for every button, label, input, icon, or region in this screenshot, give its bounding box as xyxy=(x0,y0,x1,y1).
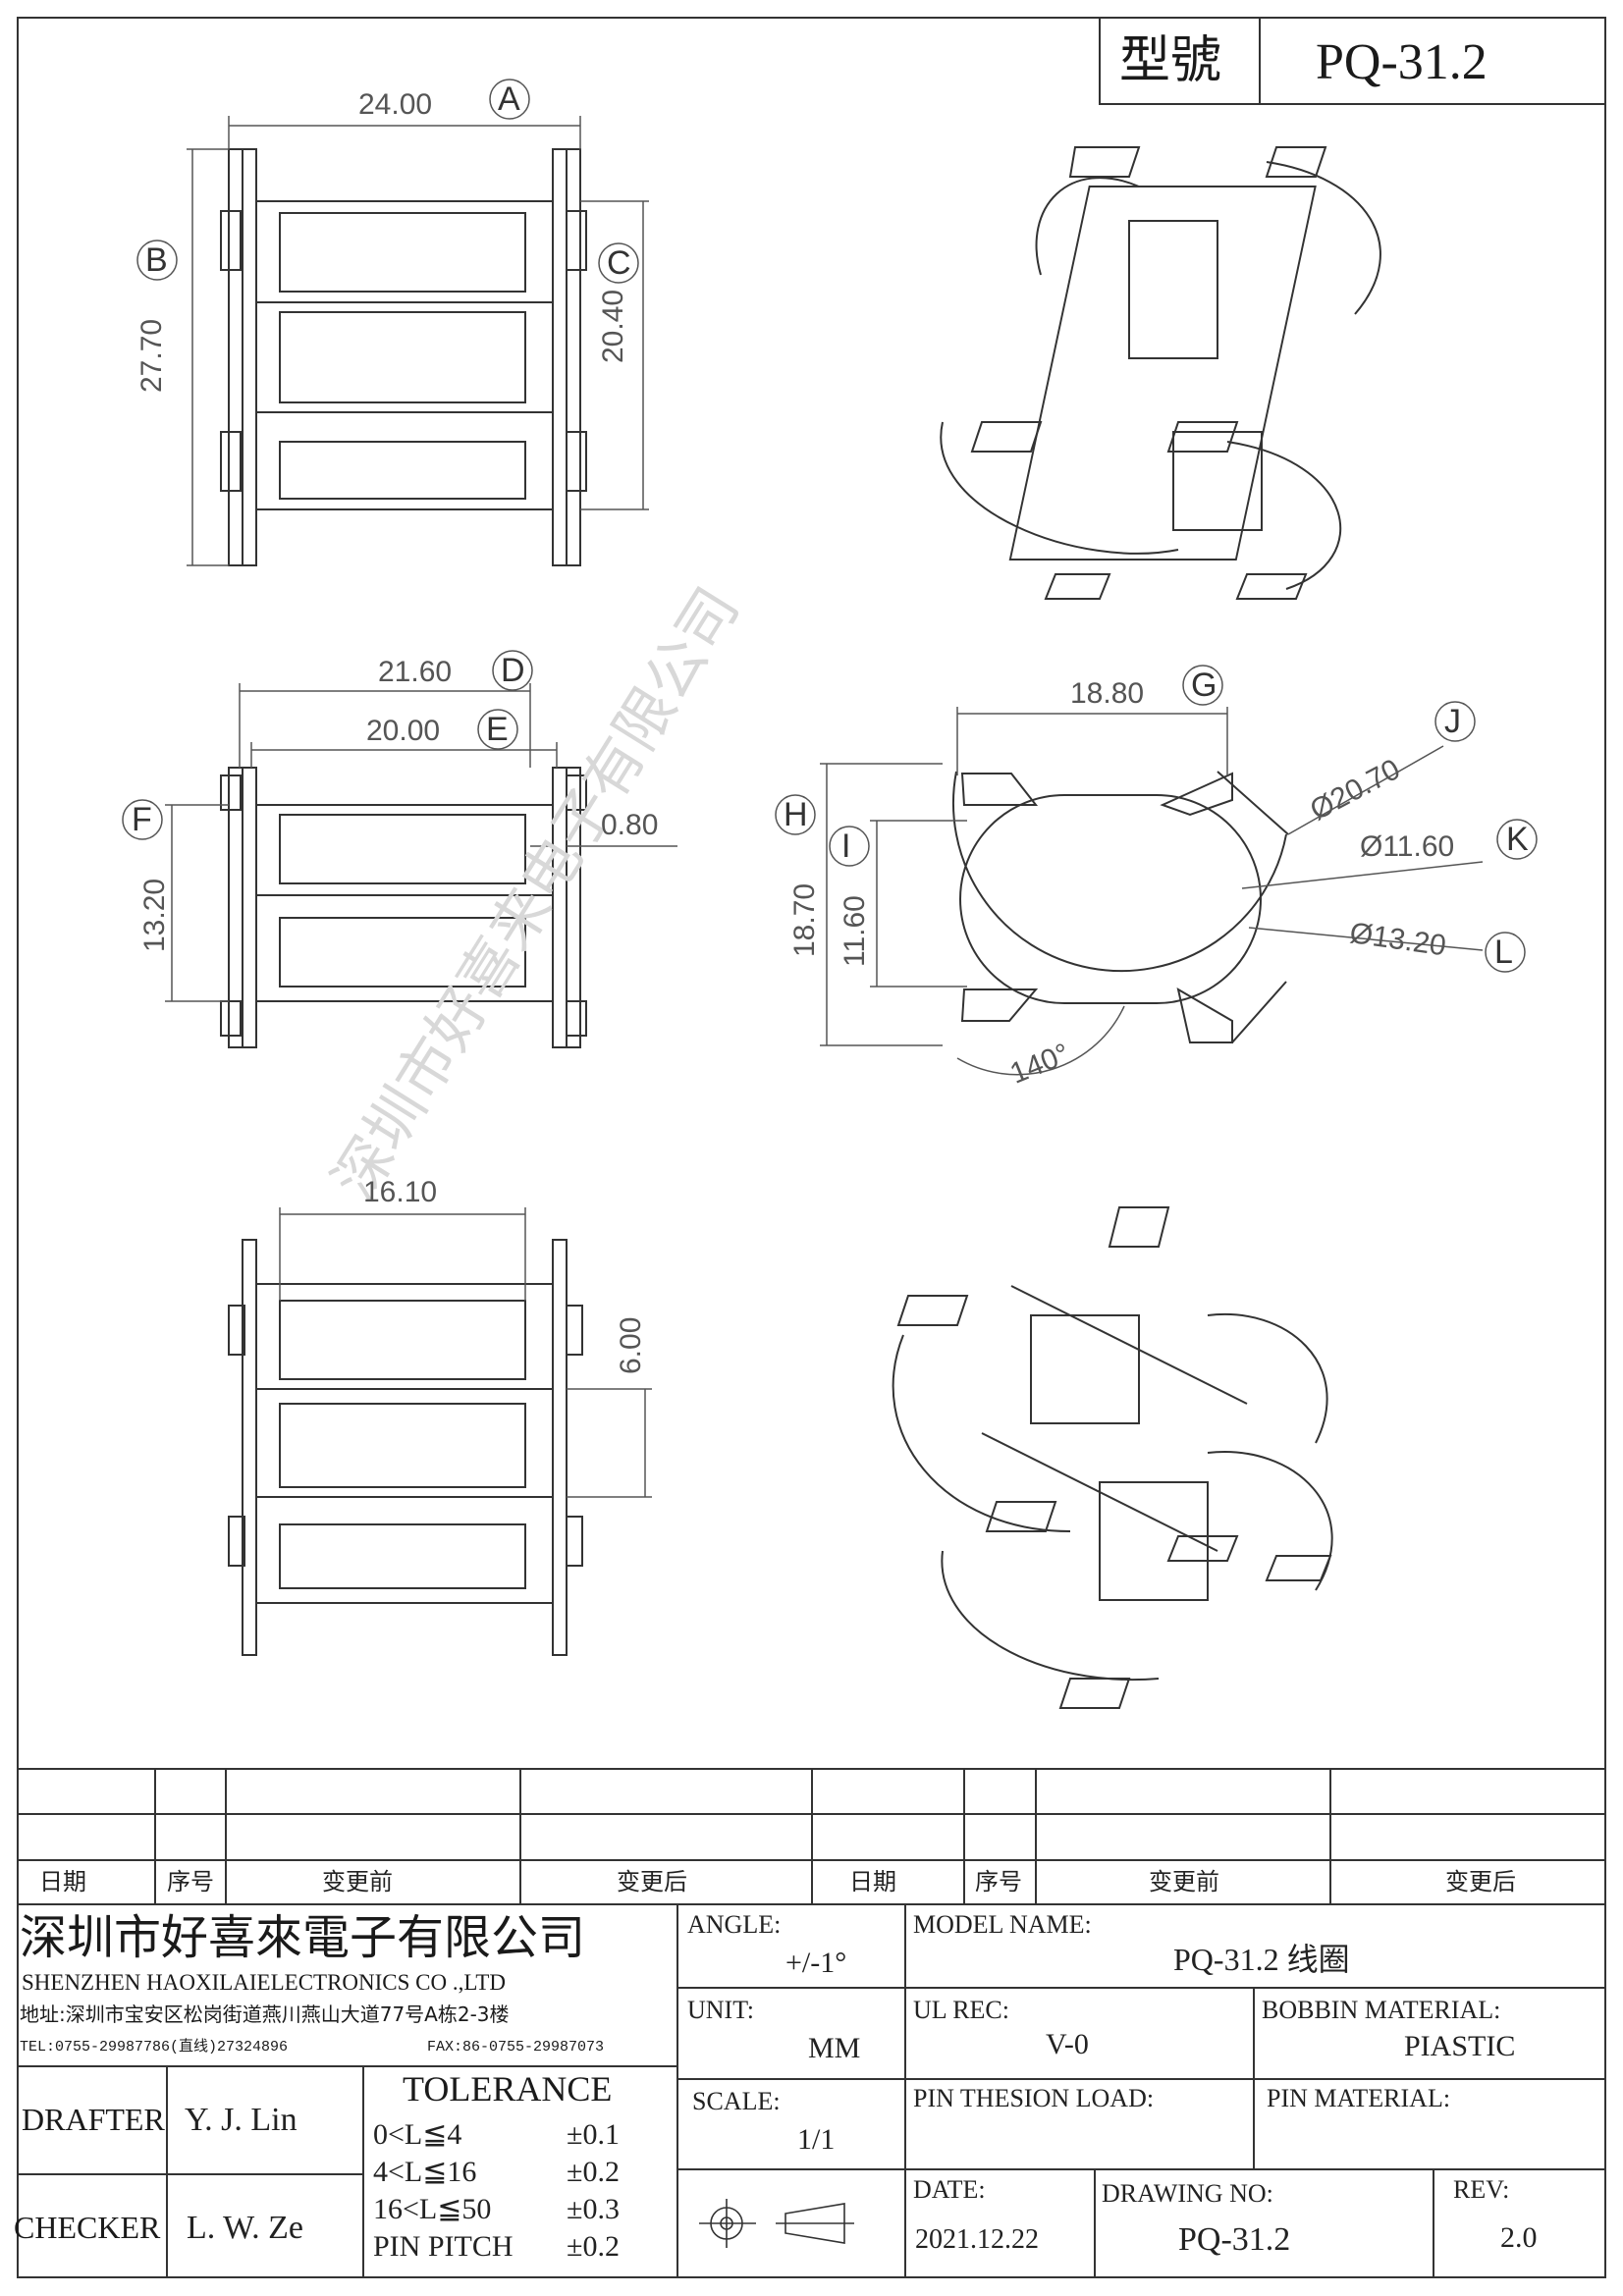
tag-i: I xyxy=(841,828,851,865)
front-view xyxy=(220,148,587,566)
side-view-dimensions xyxy=(122,650,677,1002)
ul-rec-value: V-0 xyxy=(1046,2028,1089,2060)
bobbin-material-value: PIASTIC xyxy=(1404,2030,1516,2062)
title-table-grid xyxy=(18,1768,1605,2277)
side-view xyxy=(220,767,587,1048)
rev-date2-header: 日期 xyxy=(849,1868,896,1896)
model-label: 型號 xyxy=(1119,31,1222,90)
tolerance-range-1: 0<L≦4 xyxy=(373,2118,462,2151)
date-value: 2021.12.22 xyxy=(915,2224,1039,2255)
checker-label: CHECKER xyxy=(14,2210,161,2245)
tag-g: G xyxy=(1191,667,1217,704)
rev-before2-header: 变更前 xyxy=(1149,1868,1219,1896)
tag-f: F xyxy=(132,801,152,838)
rev-label: REV: xyxy=(1453,2175,1510,2204)
tolerance-value-4: ±0.2 xyxy=(567,2230,620,2263)
rev-value: 2.0 xyxy=(1500,2221,1538,2254)
drafter-label: DRAFTER xyxy=(22,2102,165,2137)
rev-before-header: 变更前 xyxy=(322,1868,393,1896)
unit-label: UNIT: xyxy=(687,1996,755,2024)
dim-bottom-height: 6.00 xyxy=(615,1316,647,1374)
dim-d: 21.60 xyxy=(378,656,453,688)
top-view xyxy=(951,771,1289,1043)
rev-after-header: 变更后 xyxy=(617,1868,687,1896)
bottom-view xyxy=(228,1239,583,1656)
projection-symbol xyxy=(699,2199,854,2248)
scale-label: SCALE: xyxy=(692,2087,781,2115)
dim-h: 18.70 xyxy=(788,882,821,957)
tag-b: B xyxy=(145,241,168,279)
dim-i: 11.60 xyxy=(839,895,871,967)
tag-h: H xyxy=(784,796,808,833)
front-view-dimensions xyxy=(136,79,649,566)
pin-material-label: PIN MATERIAL: xyxy=(1267,2084,1451,2112)
dim-c: 20.40 xyxy=(597,289,629,363)
unit-value: MM xyxy=(808,2032,861,2064)
company-name-cn: 深圳市好喜來電子有限公司 xyxy=(20,1910,586,1965)
tolerance-range-2: 4<L≦16 xyxy=(373,2156,477,2188)
tolerance-title: TOLERANCE xyxy=(403,2069,613,2109)
top-view-dimensions xyxy=(775,665,1538,1076)
iso-view-top xyxy=(940,146,1381,600)
iso-view-bottom xyxy=(892,1206,1333,1709)
tag-c: C xyxy=(607,244,631,282)
dim-gap: 0.80 xyxy=(601,809,659,841)
drafter-value: Y. J. Lin xyxy=(185,2102,298,2138)
dim-f: 13.20 xyxy=(138,878,171,952)
bobbin-material-label: BOBBIN MATERIAL: xyxy=(1262,1996,1501,2024)
dim-a: 24.00 xyxy=(358,88,433,121)
date-label: DATE: xyxy=(913,2175,986,2204)
dim-bottom-width: 16.10 xyxy=(363,1176,438,1208)
rev-seq-header: 序号 xyxy=(167,1868,214,1896)
scale-value: 1/1 xyxy=(797,2123,836,2156)
company-fax: FAX:86-0755-29987073 xyxy=(427,2039,605,2056)
dim-e: 20.00 xyxy=(366,715,441,747)
tag-k: K xyxy=(1506,821,1529,858)
model-title: PQ-31.2 xyxy=(1316,34,1488,90)
company-tel: TEL:0755-29987786(直线)27324896 xyxy=(20,2039,289,2056)
checker-value: L. W. Ze xyxy=(187,2210,303,2246)
tag-j: J xyxy=(1444,703,1461,740)
ul-rec-label: UL REC: xyxy=(913,1996,1009,2024)
rev-date-header: 日期 xyxy=(39,1868,86,1896)
tolerance-range-4: PIN PITCH xyxy=(373,2230,514,2263)
tolerance-value-3: ±0.3 xyxy=(567,2193,620,2225)
rev-seq2-header: 序号 xyxy=(975,1868,1022,1896)
bottom-view-dimensions xyxy=(279,1207,652,1498)
dim-b: 27.70 xyxy=(135,318,168,393)
angle-value: +/-1° xyxy=(785,1947,847,1979)
tolerance-value-2: ±0.2 xyxy=(567,2156,620,2188)
tolerance-value-1: ±0.1 xyxy=(567,2118,620,2151)
sheet-border xyxy=(17,17,1606,2278)
model-name-label: MODEL NAME: xyxy=(913,1910,1092,1939)
tag-e: E xyxy=(486,711,509,748)
dim-k: Ø11.60 xyxy=(1360,830,1455,863)
drawing-no-label: DRAWING NO: xyxy=(1102,2179,1273,2208)
tolerance-range-3: 16<L≦50 xyxy=(373,2193,492,2225)
tag-d: D xyxy=(501,652,525,689)
rev-after2-header: 变更后 xyxy=(1445,1868,1516,1896)
drawing-no-value: PQ-31.2 xyxy=(1178,2221,1291,2258)
company-name-en: SHENZHEN HAOXILAIELECTRONICS CO .,LTD xyxy=(22,1970,506,1995)
tag-l: L xyxy=(1494,934,1513,971)
model-name-value: PQ-31.2 线圈 xyxy=(1173,1942,1350,1977)
dim-g: 18.80 xyxy=(1070,677,1145,710)
pin-tension-label: PIN THESION LOAD: xyxy=(913,2084,1155,2112)
company-address: 地址:深圳市宝安区松岗街道燕川燕山大道77号A栋2-3楼 xyxy=(20,2002,510,2026)
model-box xyxy=(1099,17,1606,105)
angle-label: ANGLE: xyxy=(687,1910,782,1939)
tag-a: A xyxy=(498,80,520,118)
